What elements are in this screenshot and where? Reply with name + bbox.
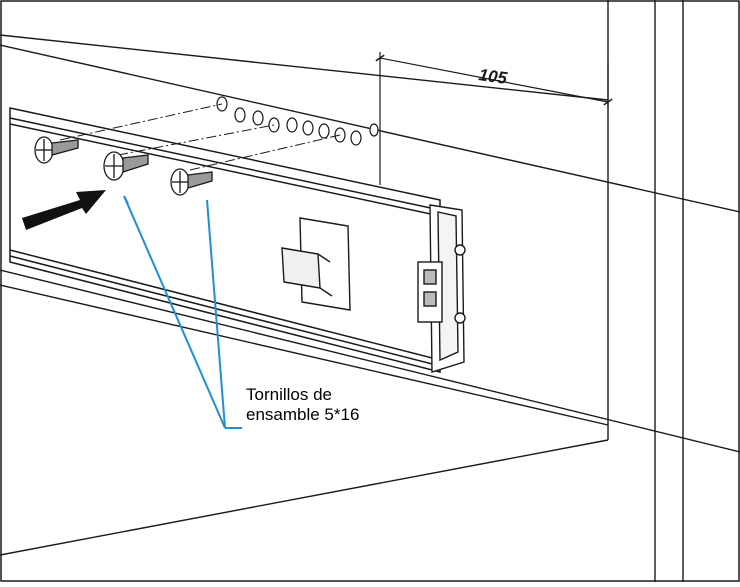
cabinet-side-panel xyxy=(607,0,684,582)
callout-leader-lines xyxy=(123,195,242,429)
dimension-label: 105 xyxy=(477,65,508,88)
callout-line-1: Tornillos de xyxy=(246,385,332,404)
screw-icon xyxy=(170,168,213,196)
screw-callout-label: Tornillos de ensamble 5*16 xyxy=(246,385,359,425)
mounting-holes xyxy=(216,96,379,146)
rail-end-cap xyxy=(417,204,466,373)
release-clip xyxy=(281,217,351,311)
dimension-105 xyxy=(375,52,613,185)
insertion-arrow-icon xyxy=(22,190,106,230)
callout-line-2: ensamble 5*16 xyxy=(246,405,360,424)
screw-icon xyxy=(103,151,149,181)
alignment-lines xyxy=(59,103,341,171)
screw-icon xyxy=(34,136,79,164)
